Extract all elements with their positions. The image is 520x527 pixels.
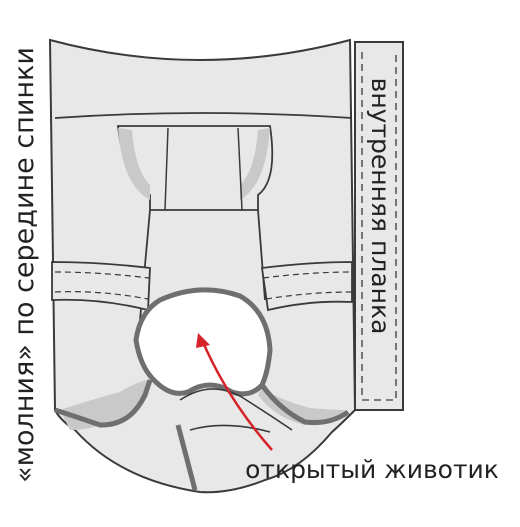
tummy-arrow (196, 333, 273, 451)
right-leg-shadow (258, 388, 345, 425)
right-vertical-label: внутренняя планка (366, 78, 395, 335)
arrow-head-icon (196, 333, 210, 348)
right-cuff-band (260, 261, 353, 312)
bottom-label: открытый животик (245, 455, 499, 484)
front-zip-edge (175, 424, 198, 491)
garment-body (48, 38, 404, 494)
left-cuff-stitch (54, 271, 150, 300)
crotch-seam-left (164, 127, 169, 211)
waistband-line (54, 112, 353, 119)
crotch-seam-right (237, 127, 243, 211)
left-leg-edge (54, 379, 153, 428)
left-vertical-label: «молния» по середине спинки (9, 47, 40, 483)
placket-stitch (361, 52, 397, 401)
left-shadow-top (118, 128, 150, 200)
right-leg-edge (259, 383, 350, 425)
inner-placket (354, 41, 404, 411)
arrow-shaft-icon (200, 339, 273, 451)
right-shadow-top (240, 128, 270, 200)
front-flap (179, 388, 293, 433)
right-cuff-stitch (262, 271, 353, 300)
